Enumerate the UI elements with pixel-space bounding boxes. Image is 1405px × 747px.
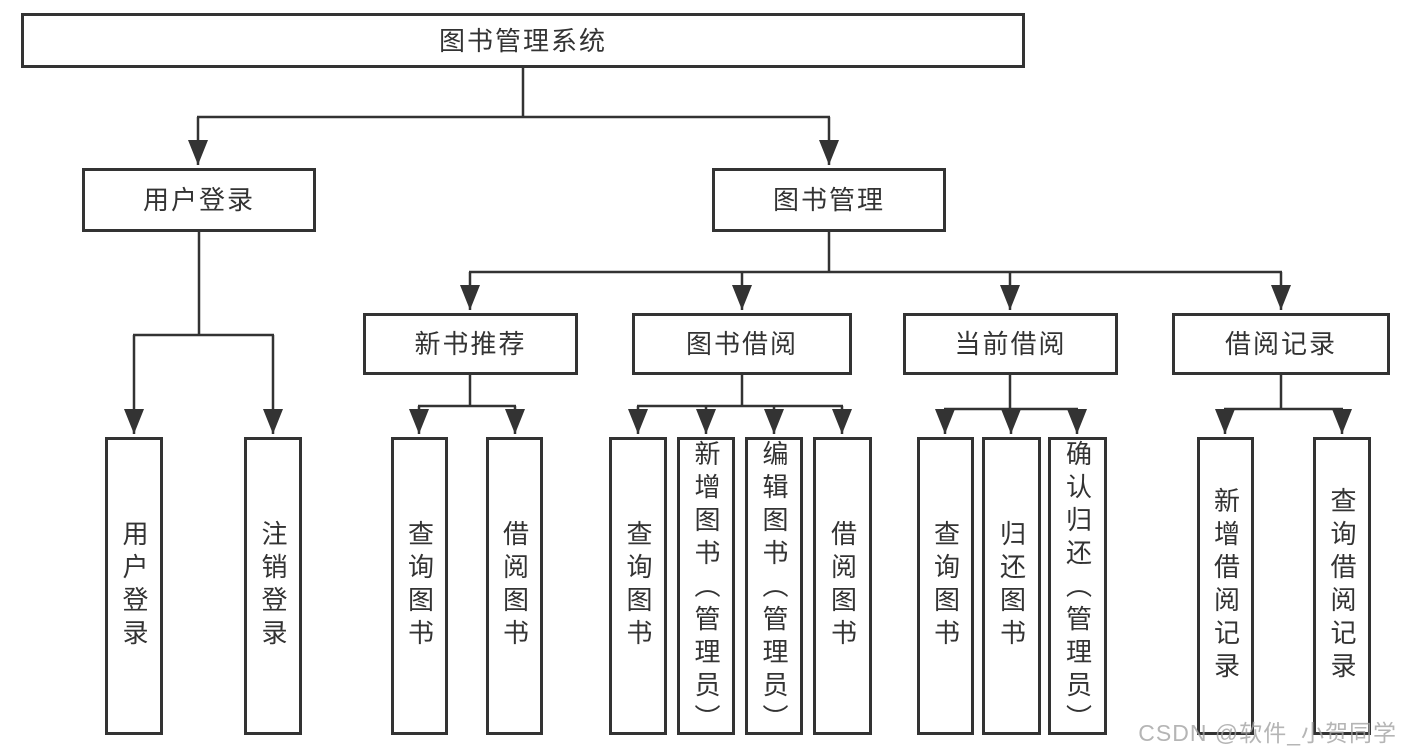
- leaf-borrow-books-2: 借阅图书: [813, 437, 872, 735]
- csdn-watermark: CSDN @软件_小贺同学: [1138, 720, 1397, 746]
- node-book-borrow: 图书借阅: [632, 313, 852, 375]
- leaf-user-login: 用户登录: [105, 437, 163, 735]
- connector-book-borrow-to-leaves: [628, 375, 852, 434]
- leaf-edit-books-admin: 编辑图书（管理员）: [745, 437, 803, 737]
- node-borrow-records: 借阅记录: [1172, 313, 1390, 375]
- node-root-library-system: 图书管理系统: [21, 13, 1025, 68]
- leaf-query-books-3: 查询图书: [917, 437, 974, 735]
- leaf-query-borrow-record: 查询借阅记录: [1313, 437, 1371, 735]
- node-new-book-recommend: 新书推荐: [363, 313, 578, 375]
- node-current-borrow: 当前借阅: [903, 313, 1118, 375]
- connector-book-mgmt-to-level3: [460, 232, 1291, 310]
- leaf-logout: 注销登录: [244, 437, 302, 735]
- leaf-borrow-books-1: 借阅图书: [486, 437, 543, 735]
- connector-user-login-to-leaves: [124, 232, 283, 434]
- connector-root-to-level2: [188, 68, 839, 165]
- leaf-confirm-return-admin: 确认归还（管理员）: [1048, 437, 1107, 737]
- leaf-query-books-1: 查询图书: [391, 437, 448, 735]
- connector-new-book-rec-to-leaves: [409, 375, 525, 434]
- node-book-management: 图书管理: [712, 168, 946, 232]
- leaf-add-books-admin: 新增图书（管理员）: [677, 437, 735, 737]
- leaf-return-books: 归还图书: [982, 437, 1041, 735]
- leaf-add-borrow-record: 新增借阅记录: [1197, 437, 1254, 735]
- node-user-login: 用户登录: [82, 168, 316, 232]
- connector-borrow-records-to-leaves: [1215, 375, 1352, 434]
- connector-current-borrow-to-leaves: [935, 375, 1087, 434]
- leaf-query-books-2: 查询图书: [609, 437, 667, 735]
